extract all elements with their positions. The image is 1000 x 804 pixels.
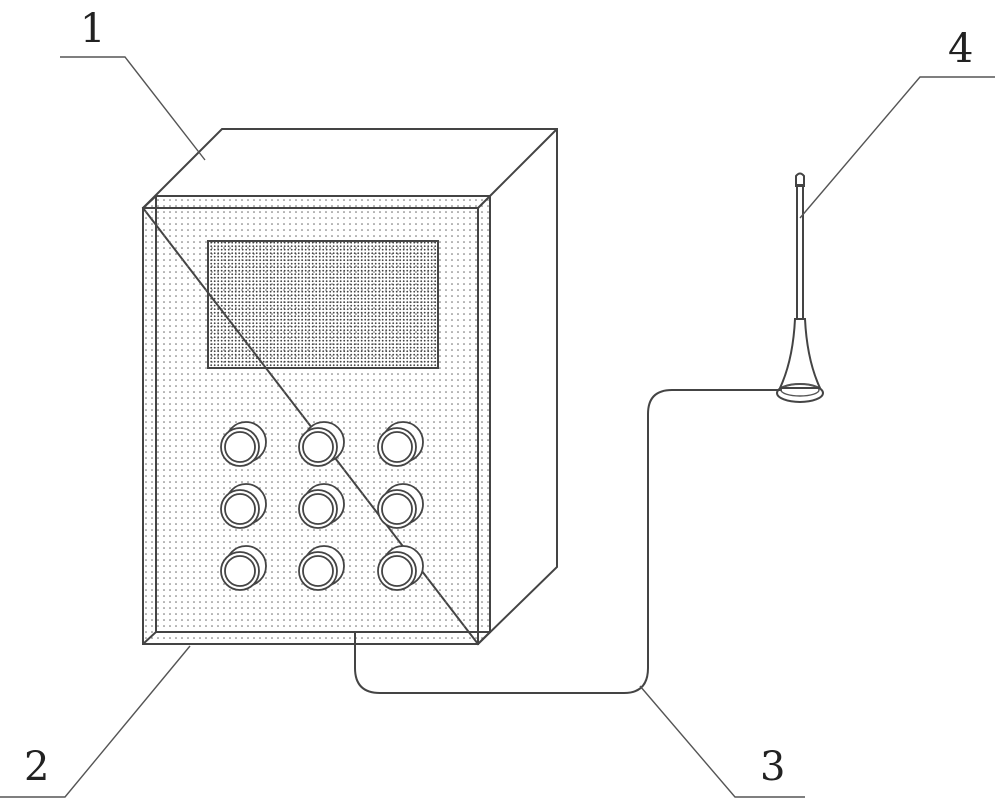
label-4: 4 — [948, 26, 973, 72]
cable — [354, 389, 782, 694]
knob — [377, 421, 424, 467]
label-1: 1 — [80, 6, 105, 52]
knob — [298, 545, 345, 591]
leader-lines — [0, 56, 995, 798]
label-3: 3 — [760, 744, 785, 790]
knob — [298, 421, 345, 467]
antenna — [776, 172, 824, 403]
knob-grid — [220, 421, 424, 591]
knob — [220, 421, 267, 467]
display-screen — [207, 240, 439, 369]
knob — [220, 545, 267, 591]
label-2: 2 — [24, 744, 49, 790]
knob — [298, 483, 345, 529]
knob — [220, 483, 267, 529]
knob — [377, 545, 424, 591]
knob — [377, 483, 424, 529]
